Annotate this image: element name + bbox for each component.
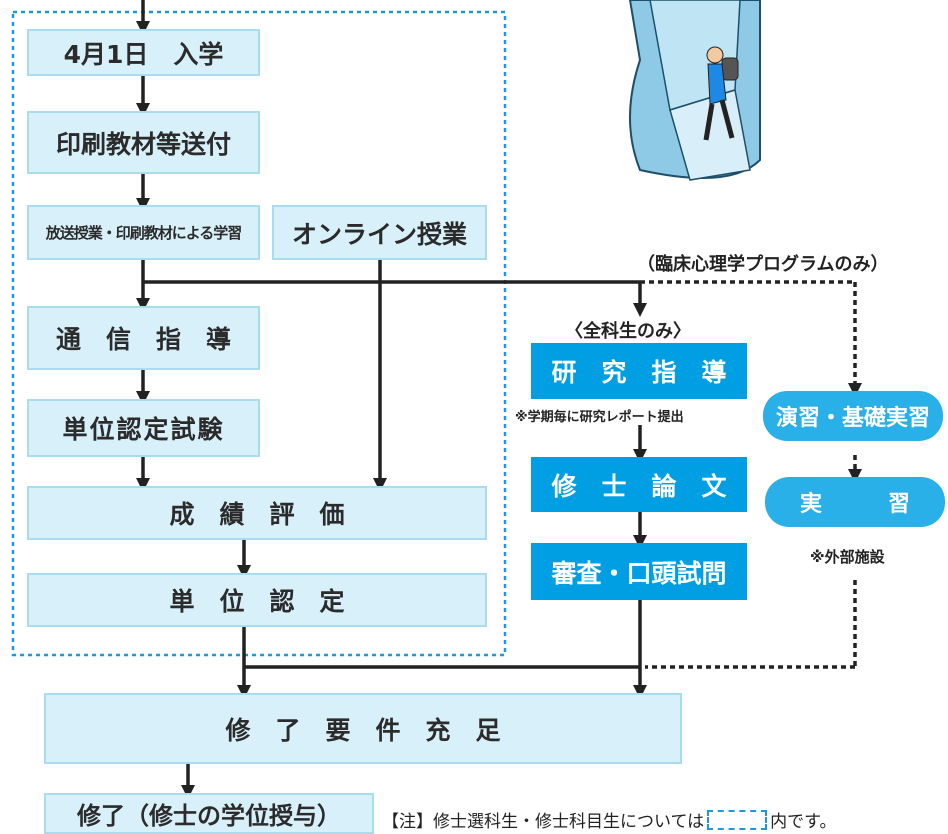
broadcast-study-box: 放送授業・印刷教材による学習 (27, 205, 260, 260)
materials-box: 印刷教材等送付 (27, 111, 260, 174)
correspondence-box: 通 信 指 導 (27, 306, 260, 370)
credit-exam-box: 単位認定試験 (27, 399, 260, 457)
external-facility-note: ※外部施設 (810, 548, 885, 566)
practicum-box: 実 習 (765, 477, 945, 527)
footnote: 【注】修士選科生・修士科目生については 内です。 (382, 807, 836, 832)
scope-boundary (11, 10, 507, 657)
online-class-box: オンライン授業 (272, 205, 487, 260)
requirements-box: 修 了 要 件 充 足 (44, 693, 682, 764)
grading-box: 成 績 評 価 (27, 486, 487, 540)
footnote-suffix: 内です。 (770, 812, 837, 832)
footnote-prefix: 【注】修士選科生・修士科目生については (382, 812, 705, 832)
all-students-note: 〈全科生のみ〉 (565, 321, 691, 342)
enroll-box: 4月1日 入学 (27, 29, 260, 76)
practice-basic-box: 演習・基礎実習 (763, 391, 943, 441)
credit-recognition-box: 単 位 認 定 (27, 573, 487, 627)
clinical-program-note: （臨床心理学プログラムのみ） (637, 254, 889, 275)
thesis-box: 修 士 論 文 (531, 457, 747, 512)
completion-box: 修了（修士の学位授与） (44, 793, 374, 834)
hiker-climbing-icon (628, 0, 761, 181)
research-guidance-box: 研 究 指 導 (531, 343, 747, 399)
research-report-note: ※学期毎に研究レポート提出 (515, 410, 684, 425)
dotted-box-symbol (707, 809, 768, 830)
review-box: 審査・口頭試問 (531, 543, 747, 600)
